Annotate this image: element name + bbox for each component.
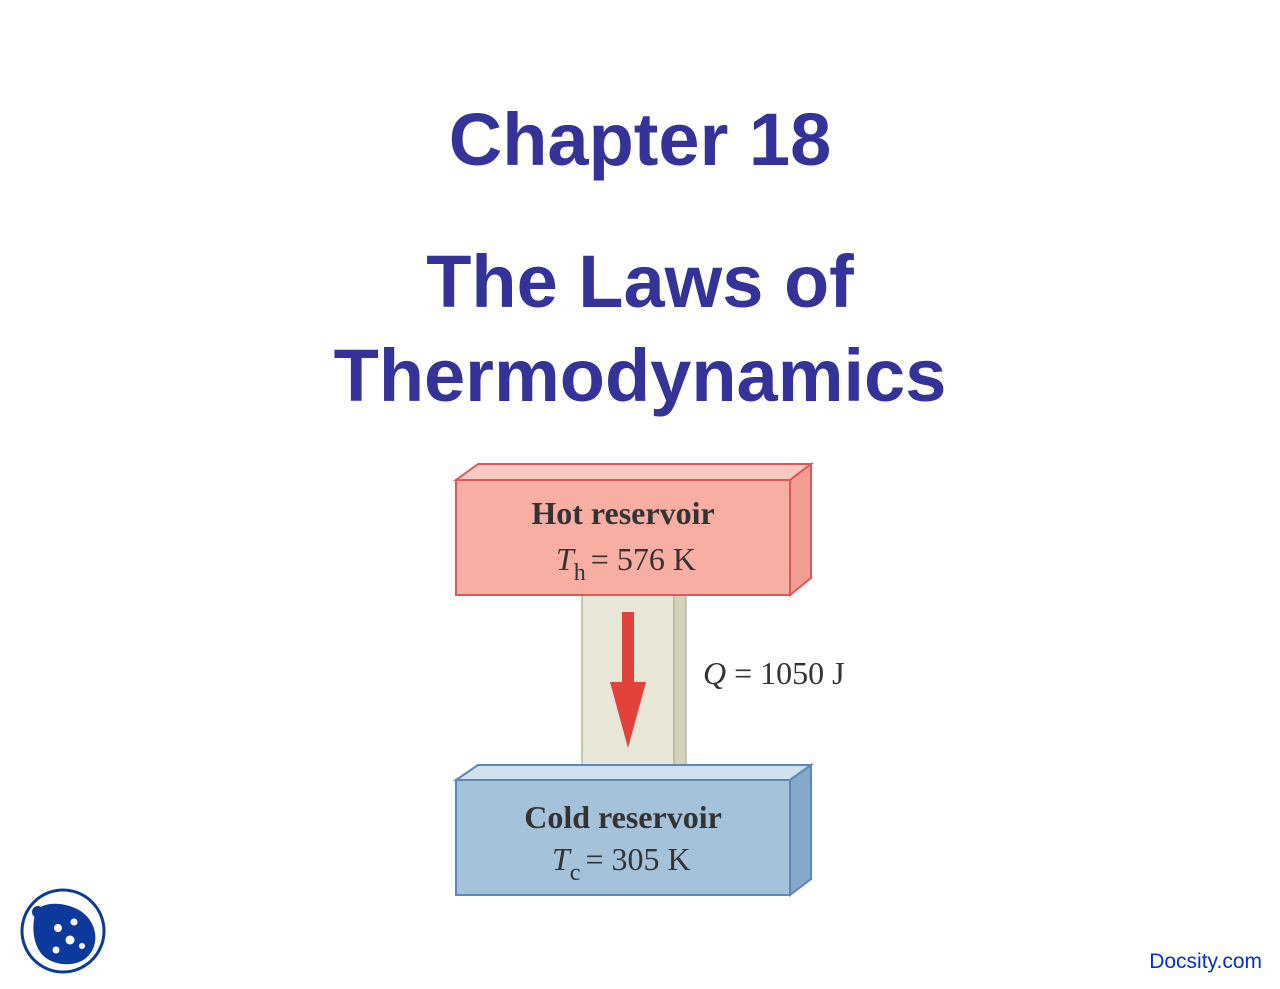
cold-temperature-symbol: T	[552, 841, 572, 877]
down-arrow-icon	[610, 612, 646, 748]
cold-temperature-value: = 305 K	[585, 841, 690, 877]
hot-temperature-symbol: T	[556, 541, 576, 577]
heat-value: = 1050 J	[734, 655, 845, 691]
cold-temperature: Tc= 305 K	[552, 841, 691, 886]
chapter-heading: Chapter 18	[448, 98, 832, 181]
docsity-link[interactable]: Docsity.com	[1149, 950, 1262, 973]
hot-temperature-subscript: h	[574, 560, 586, 586]
hot-reservoir-box: Hot reservoir Th= 576 K	[452, 461, 814, 598]
docsity-logo-icon[interactable]	[20, 888, 106, 974]
hot-temperature-value: = 576 K	[591, 541, 696, 577]
hot-temperature: Th= 576 K	[556, 541, 696, 586]
cold-reservoir-box: Cold reservoir Tc= 305 K	[452, 763, 815, 898]
title-line-1: The Laws of	[426, 240, 854, 323]
hot-reservoir-label: Hot reservoir	[531, 495, 714, 531]
heat-transfer-label: Q= 1050 J	[703, 655, 845, 691]
cold-reservoir-label: Cold reservoir	[524, 799, 722, 835]
title-line-2: Thermodynamics	[333, 334, 947, 417]
cold-temperature-subscript: c	[570, 860, 581, 886]
heat-symbol: Q	[703, 655, 726, 691]
